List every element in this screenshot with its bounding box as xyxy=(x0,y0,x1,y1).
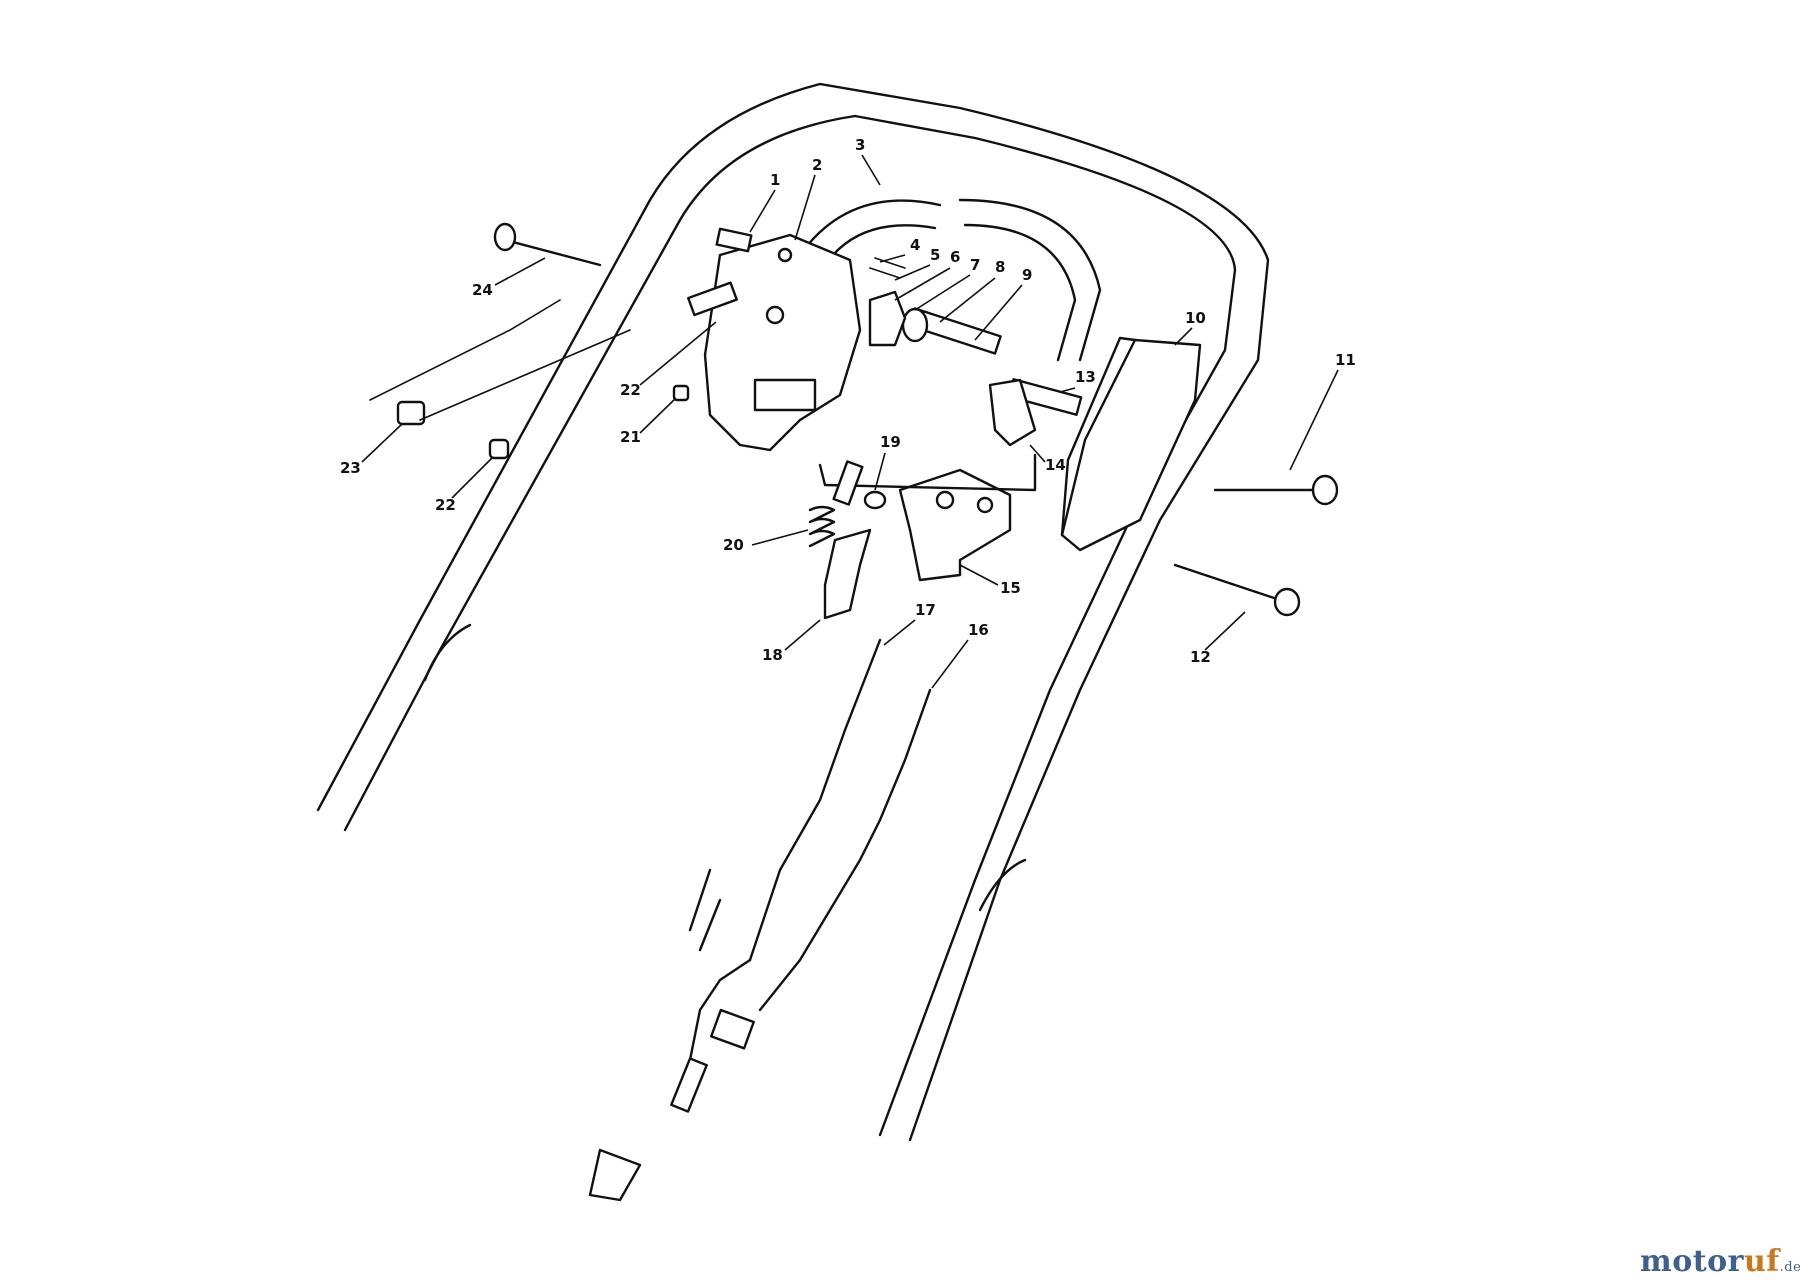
callout-13: 13 xyxy=(1059,368,1096,393)
callout-8: 8 xyxy=(939,258,1005,323)
svg-text:10: 10 xyxy=(1185,309,1206,327)
svg-text:22: 22 xyxy=(620,381,641,399)
callout-6: 6 xyxy=(894,248,960,301)
svg-text:18: 18 xyxy=(762,646,783,664)
right-cover-plate xyxy=(1060,336,1202,552)
callout-17: 17 xyxy=(883,601,936,646)
hardware xyxy=(369,222,1339,617)
svg-text:14: 14 xyxy=(1045,456,1066,474)
callout-19: 19 xyxy=(874,433,901,491)
svg-text:8: 8 xyxy=(995,258,1005,276)
watermark-logo: motoruf.de xyxy=(1640,1244,1800,1279)
callout-12: 12 xyxy=(1190,611,1246,666)
callout-15: 15 xyxy=(959,564,1021,597)
svg-text:4: 4 xyxy=(910,236,920,254)
spring-and-lever xyxy=(808,460,887,620)
callout-23: 23 xyxy=(340,423,403,477)
callout-2: 2 xyxy=(794,156,822,241)
callout-16: 16 xyxy=(931,621,989,689)
svg-text:3: 3 xyxy=(855,136,865,154)
cables xyxy=(588,638,932,1202)
callout-22-upper: 22 xyxy=(620,321,717,399)
shaft-assembly xyxy=(868,257,1083,447)
lower-bracket xyxy=(818,453,1037,582)
callout-4: 4 xyxy=(879,236,920,263)
svg-text:15: 15 xyxy=(1000,579,1021,597)
callout-21: 21 xyxy=(620,397,677,446)
callout-1: 1 xyxy=(749,171,780,233)
callout-labels: 1 2 3 4 5 6 7 8 9 10 11 13 14 15 16 17 1… xyxy=(340,136,1356,689)
svg-text:22: 22 xyxy=(435,496,456,514)
callout-5: 5 xyxy=(894,246,940,281)
callout-18: 18 xyxy=(762,619,821,664)
svg-text:23: 23 xyxy=(340,459,361,477)
svg-text:12: 12 xyxy=(1190,648,1211,666)
svg-text:17: 17 xyxy=(915,601,936,619)
left-bracket-plate xyxy=(687,233,862,452)
svg-text:13: 13 xyxy=(1075,368,1096,386)
svg-text:11: 11 xyxy=(1335,351,1356,369)
callout-7: 7 xyxy=(914,256,980,311)
callout-11: 11 xyxy=(1289,351,1356,471)
callout-22-lower: 22 xyxy=(435,457,493,514)
svg-text:21: 21 xyxy=(620,428,641,446)
callout-14: 14 xyxy=(1029,444,1066,474)
svg-text:6: 6 xyxy=(950,248,960,266)
svg-text:19: 19 xyxy=(880,433,901,451)
svg-text:9: 9 xyxy=(1022,266,1032,284)
callout-10: 10 xyxy=(1174,309,1206,346)
svg-text:16: 16 xyxy=(968,621,989,639)
svg-text:20: 20 xyxy=(723,536,744,554)
svg-text:5: 5 xyxy=(930,246,940,264)
callout-20: 20 xyxy=(723,529,809,554)
callout-3: 3 xyxy=(855,136,881,186)
callout-24: 24 xyxy=(472,257,546,299)
callout-9: 9 xyxy=(974,266,1032,341)
svg-text:24: 24 xyxy=(472,281,493,299)
handle-frame xyxy=(316,82,1270,1142)
svg-text:1: 1 xyxy=(770,171,780,189)
svg-text:7: 7 xyxy=(970,256,980,274)
svg-text:2: 2 xyxy=(812,156,822,174)
